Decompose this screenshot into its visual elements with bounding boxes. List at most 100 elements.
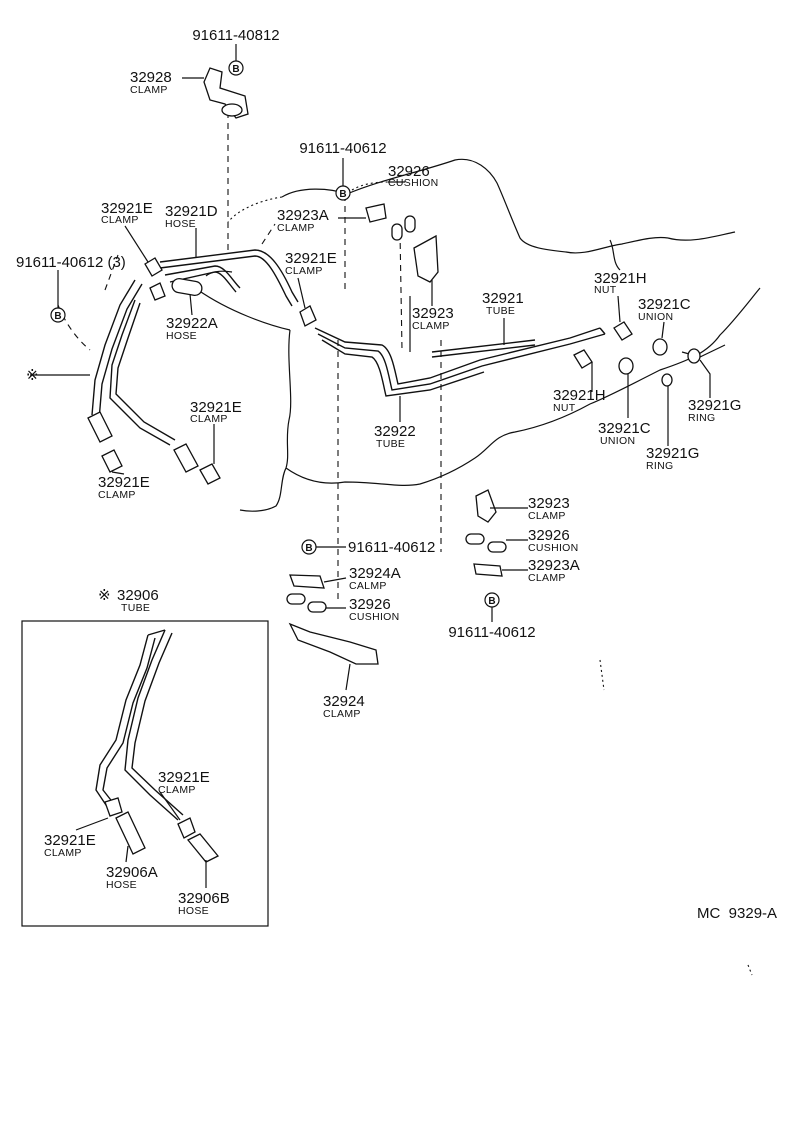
- svg-text:CLAMP: CLAMP: [412, 320, 450, 332]
- label-bolt-top: 91611-40812: [192, 27, 279, 44]
- svg-text:32921H: 32921H: [553, 387, 606, 404]
- label-tube-32921: 32921 TUBE: [482, 290, 524, 317]
- svg-text:HOSE: HOSE: [106, 879, 137, 891]
- svg-text:RING: RING: [646, 460, 673, 472]
- svg-text:32926: 32926: [349, 596, 391, 613]
- svg-text:32921E: 32921E: [190, 399, 242, 416]
- svg-text:32921H: 32921H: [594, 270, 647, 287]
- label-nut-32921H-top: 32921H NUT: [594, 270, 647, 296]
- bolt-symbol-center: B: [301, 539, 317, 555]
- label-union-32921C-mid: 32921C UNION: [598, 420, 651, 447]
- label-tube-32922: 32922 TUBE: [374, 423, 416, 450]
- label-cushion-32926-center: 32926 CUSHION: [349, 596, 399, 623]
- label-inset-tube-32906: ※ 32906 TUBE: [98, 587, 159, 614]
- svg-text:32926: 32926: [388, 163, 430, 180]
- svg-text:B: B: [54, 311, 61, 322]
- svg-text:CLAMP: CLAMP: [158, 784, 196, 796]
- svg-text:TUBE: TUBE: [486, 305, 515, 317]
- svg-text:CLAMP: CLAMP: [528, 510, 566, 522]
- label-ring-32921G-b: 32921G RING: [646, 445, 699, 472]
- svg-text:B: B: [232, 64, 239, 75]
- svg-text:UNION: UNION: [600, 435, 635, 447]
- part-glyphs: [101, 67, 701, 665]
- svg-text:32921E: 32921E: [98, 474, 150, 491]
- label-clamp-32923A-right: 32923A CLAMP: [528, 557, 580, 584]
- label-bolt-right: 91611-40612: [448, 624, 535, 641]
- svg-text:32922A: 32922A: [166, 315, 218, 332]
- drawing-code: MC 9329-A: [697, 905, 777, 922]
- svg-text:CLAMP: CLAMP: [44, 847, 82, 859]
- svg-text:CLAMP: CLAMP: [130, 84, 168, 96]
- svg-text:※: ※: [26, 367, 39, 384]
- tube-assembly: [87, 249, 726, 473]
- svg-text:91611-40612 (3): 91611-40612 (3): [16, 254, 126, 271]
- label-inset-hose-32906A: 32906A HOSE: [106, 864, 158, 891]
- svg-text:32906A: 32906A: [106, 864, 158, 881]
- svg-text:32922: 32922: [374, 423, 416, 440]
- svg-text:CLAMP: CLAMP: [101, 214, 139, 226]
- svg-text:UNION: UNION: [638, 311, 673, 323]
- svg-text:※: ※: [98, 587, 111, 604]
- svg-text:32928: 32928: [130, 69, 172, 86]
- label-clamp-32923A-top: 32923A CLAMP: [277, 207, 329, 234]
- svg-text:91611-40612: 91611-40612: [348, 539, 435, 556]
- svg-text:32906B: 32906B: [178, 890, 230, 907]
- svg-text:CLAMP: CLAMP: [285, 265, 323, 277]
- svg-text:CLAMP: CLAMP: [277, 222, 315, 234]
- svg-text:B: B: [305, 543, 312, 554]
- svg-text:91611-40612: 91611-40612: [448, 624, 535, 641]
- svg-text:CUSHION: CUSHION: [388, 177, 439, 189]
- label-clamp-32921E-a: 32921E CLAMP: [101, 200, 153, 226]
- svg-text:32923: 32923: [528, 495, 570, 512]
- svg-text:RING: RING: [688, 412, 715, 424]
- svg-text:CALMP: CALMP: [349, 580, 387, 592]
- label-cushion-32926-top: 32926 CUSHION: [388, 163, 439, 189]
- label-clamp-32923-top: 32923 CLAMP: [412, 305, 454, 332]
- svg-text:91611-40812: 91611-40812: [192, 27, 279, 44]
- label-inset-hose-32906B: 32906B HOSE: [178, 890, 230, 917]
- svg-text:TUBE: TUBE: [376, 438, 405, 450]
- bolt-symbol-right: B: [484, 592, 500, 608]
- label-inset-clamp-32921E-b: 32921E CLAMP: [44, 832, 96, 859]
- svg-text:CUSHION: CUSHION: [528, 542, 579, 554]
- svg-text:CLAMP: CLAMP: [190, 413, 228, 425]
- svg-text:32921G: 32921G: [688, 397, 741, 414]
- svg-text:32921E: 32921E: [285, 250, 337, 267]
- svg-text:CLAMP: CLAMP: [528, 572, 566, 584]
- label-cushion-32926-right: 32926 CUSHION: [528, 527, 579, 554]
- svg-text:32923A: 32923A: [277, 207, 329, 224]
- label-clamp-32924: 32924 CLAMP: [323, 693, 365, 720]
- inset-box: [21, 620, 269, 927]
- svg-text:32921E: 32921E: [101, 200, 153, 217]
- label-clamp-32928: 32928 CLAMP: [130, 69, 172, 96]
- svg-text:32923: 32923: [412, 305, 454, 322]
- label-hose-32921D: 32921D HOSE: [165, 203, 218, 230]
- bolt-symbol-left: B: [50, 307, 66, 323]
- svg-text:MC 9329-A: MC 9329-A: [697, 905, 777, 922]
- svg-text:NUT: NUT: [553, 402, 576, 414]
- svg-text:TUBE: TUBE: [121, 602, 150, 614]
- label-union-32921C-top: 32921C UNION: [638, 296, 691, 323]
- label-bolt-center: 91611-40612: [348, 539, 435, 556]
- label-clamp-32921E-d: 32921E CLAMP: [98, 474, 150, 501]
- svg-text:CLAMP: CLAMP: [323, 708, 361, 720]
- svg-text:32921E: 32921E: [44, 832, 96, 849]
- svg-text:CLAMP: CLAMP: [98, 489, 136, 501]
- label-inset-clamp-32921E-a: 32921E CLAMP: [158, 769, 210, 796]
- svg-text:NUT: NUT: [594, 284, 617, 296]
- label-clamp-32921E-c: 32921E CLAMP: [190, 399, 242, 425]
- label-clamp-32923-right: 32923 CLAMP: [528, 495, 570, 522]
- svg-text:32921: 32921: [482, 290, 524, 307]
- svg-text:32921E: 32921E: [158, 769, 210, 786]
- svg-text:B: B: [488, 596, 495, 607]
- bolt-symbol-cushion: B: [335, 185, 351, 201]
- svg-text:HOSE: HOSE: [178, 905, 209, 917]
- side-marker: ※: [26, 367, 39, 384]
- label-hose-32922A: 32922A HOSE: [166, 315, 218, 342]
- label-bolt-left: 91611-40612 (3): [16, 254, 126, 271]
- svg-text:32924A: 32924A: [349, 565, 401, 582]
- svg-text:32923A: 32923A: [528, 557, 580, 574]
- label-nut-32921H-mid: 32921H NUT: [553, 387, 606, 414]
- svg-text:32921G: 32921G: [646, 445, 699, 462]
